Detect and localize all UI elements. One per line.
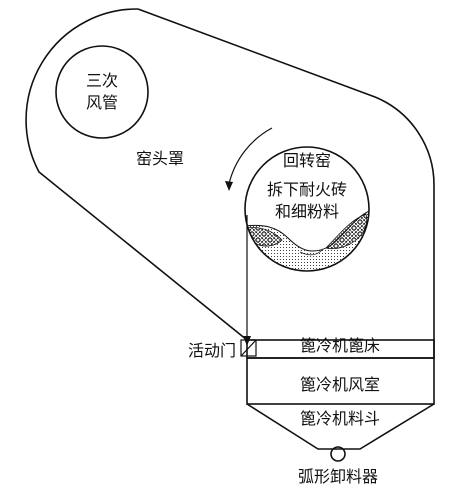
label-tertiary-duct-1: 三次 — [86, 71, 118, 90]
label-tertiary-duct-2: 风管 — [86, 93, 118, 112]
label-movable-door: 活动门 — [188, 341, 236, 360]
tertiary-air-duct — [55, 45, 149, 139]
label-hopper: 篦冷机料斗 — [300, 409, 380, 428]
label-rotary-kiln: 回转窑 — [283, 151, 331, 170]
hopper-outline — [246, 403, 435, 450]
label-air-chamber: 篦冷机风室 — [300, 375, 380, 394]
kiln-hood-outline — [25, 8, 435, 358]
air-chamber-box — [246, 357, 435, 405]
rotation-arrow — [228, 127, 273, 185]
movable-door-diagonal — [240, 339, 257, 357]
rotation-arrowhead — [225, 181, 233, 191]
label-removed-bricks-2: 和细粉料 — [275, 202, 339, 221]
label-arc-discharger: 弧形卸料器 — [298, 467, 378, 486]
label-kiln-hood: 窑头罩 — [136, 149, 184, 168]
label-grate-bed: 篦冷机篦床 — [300, 336, 380, 355]
label-removed-bricks-1: 拆下耐火砖 — [267, 180, 347, 199]
arc-discharger-circle — [330, 446, 346, 462]
